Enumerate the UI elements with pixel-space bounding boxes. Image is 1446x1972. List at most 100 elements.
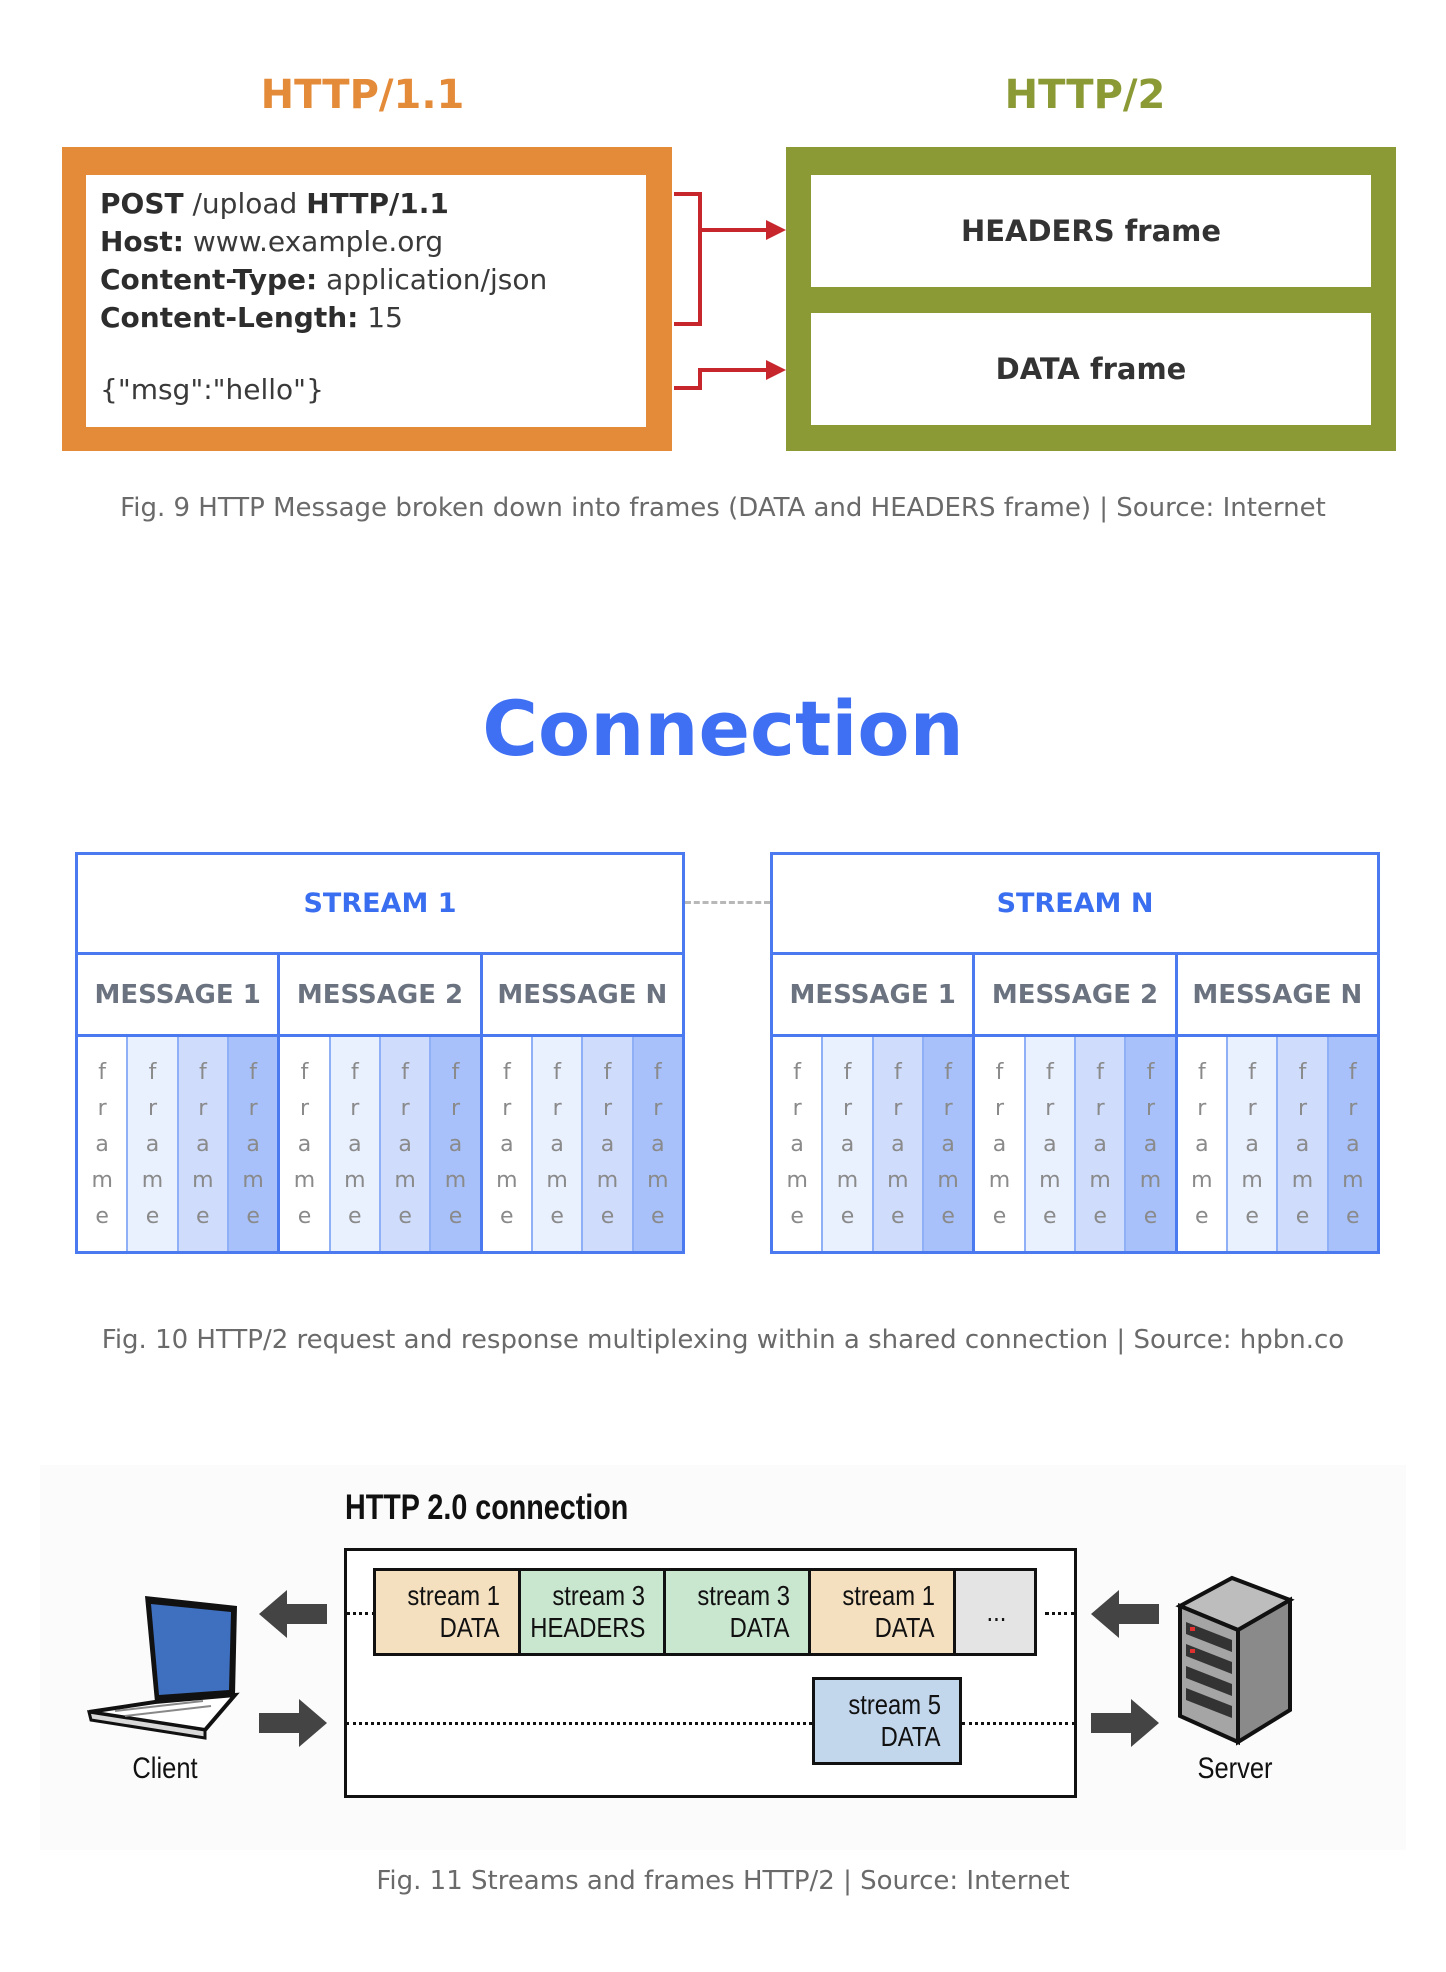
frame-letter: r	[842, 1096, 853, 1121]
fig9-caption: Fig. 9 HTTP Message broken down into fra…	[120, 493, 1326, 523]
frame-letter: e	[600, 1204, 615, 1229]
frame-letter: e	[1093, 1204, 1107, 1229]
content-type-value: application/json	[326, 263, 548, 296]
stream-n: STREAM N MESSAGE 1 MESSAGE 2 MESSAGE N f…	[770, 852, 1380, 1254]
bottom-dotted-line-right	[962, 1722, 1075, 1725]
content-length-value: 15	[367, 301, 403, 334]
frame-letter: a	[1143, 1132, 1158, 1157]
request-version: HTTP/1.1	[306, 187, 449, 220]
frame-letter: r	[893, 1096, 903, 1121]
frame-letter: a	[790, 1132, 804, 1157]
headers-arrowhead	[766, 220, 786, 240]
frame-letter: r	[350, 1096, 360, 1121]
server-label: Server	[1197, 1752, 1273, 1785]
connection-title: Connection	[482, 684, 964, 773]
frame-letter: m	[887, 1168, 909, 1193]
frame-letter: f	[300, 1060, 309, 1085]
frame-letter: e	[1295, 1204, 1310, 1229]
frame-letter: m	[786, 1168, 808, 1193]
frame-letter: m	[293, 1168, 316, 1193]
frame-letter: e	[1043, 1204, 1057, 1229]
left-arrow-top	[259, 1590, 327, 1638]
frame-letter: m	[91, 1168, 113, 1193]
frame-letter: r	[1045, 1096, 1055, 1121]
frame-letter: f	[603, 1060, 612, 1085]
frame-letter: a	[246, 1132, 260, 1157]
frame-letter: e	[246, 1204, 260, 1229]
frame-letter: m	[546, 1168, 568, 1193]
frame-letter: f	[98, 1060, 107, 1085]
frame-letter: e	[448, 1204, 463, 1229]
frame-letter: f	[148, 1060, 157, 1085]
message-label: MESSAGE N	[1192, 979, 1363, 1010]
request-method: POST	[100, 187, 184, 220]
frame-letter: a	[1346, 1132, 1360, 1157]
frame-letter: a	[550, 1132, 564, 1157]
frame-letter: r	[450, 1096, 460, 1121]
frame-letter: e	[840, 1204, 855, 1229]
frame-letter: m	[444, 1168, 467, 1193]
message-label: MESSAGE N	[497, 979, 668, 1010]
body-arrow-line	[674, 368, 766, 390]
http11-title: HTTP/1.1	[260, 72, 465, 118]
request-body: {"msg":"hello"}	[100, 373, 324, 406]
frame-letter: m	[394, 1168, 416, 1193]
frame-letter: f	[401, 1060, 410, 1085]
top-dotted-line-right	[1045, 1612, 1075, 1615]
frame-letter: r	[1247, 1096, 1257, 1121]
frame-letter: e	[398, 1204, 412, 1229]
data-arrowhead	[766, 360, 786, 380]
frame-letter: f	[1045, 1060, 1054, 1085]
frame-letter: a	[992, 1132, 1007, 1157]
request-path: /upload	[192, 187, 298, 220]
frame-letter: r	[1145, 1096, 1155, 1121]
frame-letter: m	[141, 1168, 164, 1193]
frame-letter: e	[500, 1204, 514, 1229]
frame-letter: r	[299, 1096, 310, 1121]
frame-letter: a	[95, 1132, 109, 1157]
frame-letter: f	[198, 1060, 207, 1085]
frame-letter: f	[893, 1060, 902, 1085]
frame-letter: m	[1241, 1168, 1263, 1193]
streams-dashed-connector	[685, 901, 770, 904]
frame-letter: a	[348, 1132, 362, 1157]
frame-letter: r	[994, 1096, 1005, 1121]
stream-1: STREAM 1 MESSAGE 1 MESSAGE 2 MESSAGE N f…	[75, 852, 685, 1254]
frame-letter: r	[792, 1096, 802, 1121]
frame-letter: r	[1095, 1096, 1105, 1121]
frame-letter: e	[297, 1204, 312, 1229]
frame-line1: stream 1	[407, 1580, 500, 1611]
frame-letter: a	[891, 1132, 905, 1157]
frame-letter: a	[500, 1132, 514, 1157]
frame-letter: m	[937, 1168, 959, 1193]
frame-letter: e	[891, 1204, 905, 1229]
laptop-icon	[86, 1596, 240, 1740]
bottom-dotted-line-left	[346, 1722, 812, 1725]
frame-letter: f	[1298, 1060, 1307, 1085]
frame-letter: a	[600, 1132, 615, 1157]
server-icon	[1175, 1575, 1295, 1746]
frame-letter: m	[496, 1168, 518, 1193]
frame-letter: e	[1346, 1204, 1360, 1229]
right-arrow-bottom-right	[1091, 1699, 1159, 1747]
frame-letter: e	[941, 1204, 955, 1229]
content-length-key: Content-Length:	[100, 301, 359, 334]
frame-letter: m	[596, 1168, 619, 1193]
